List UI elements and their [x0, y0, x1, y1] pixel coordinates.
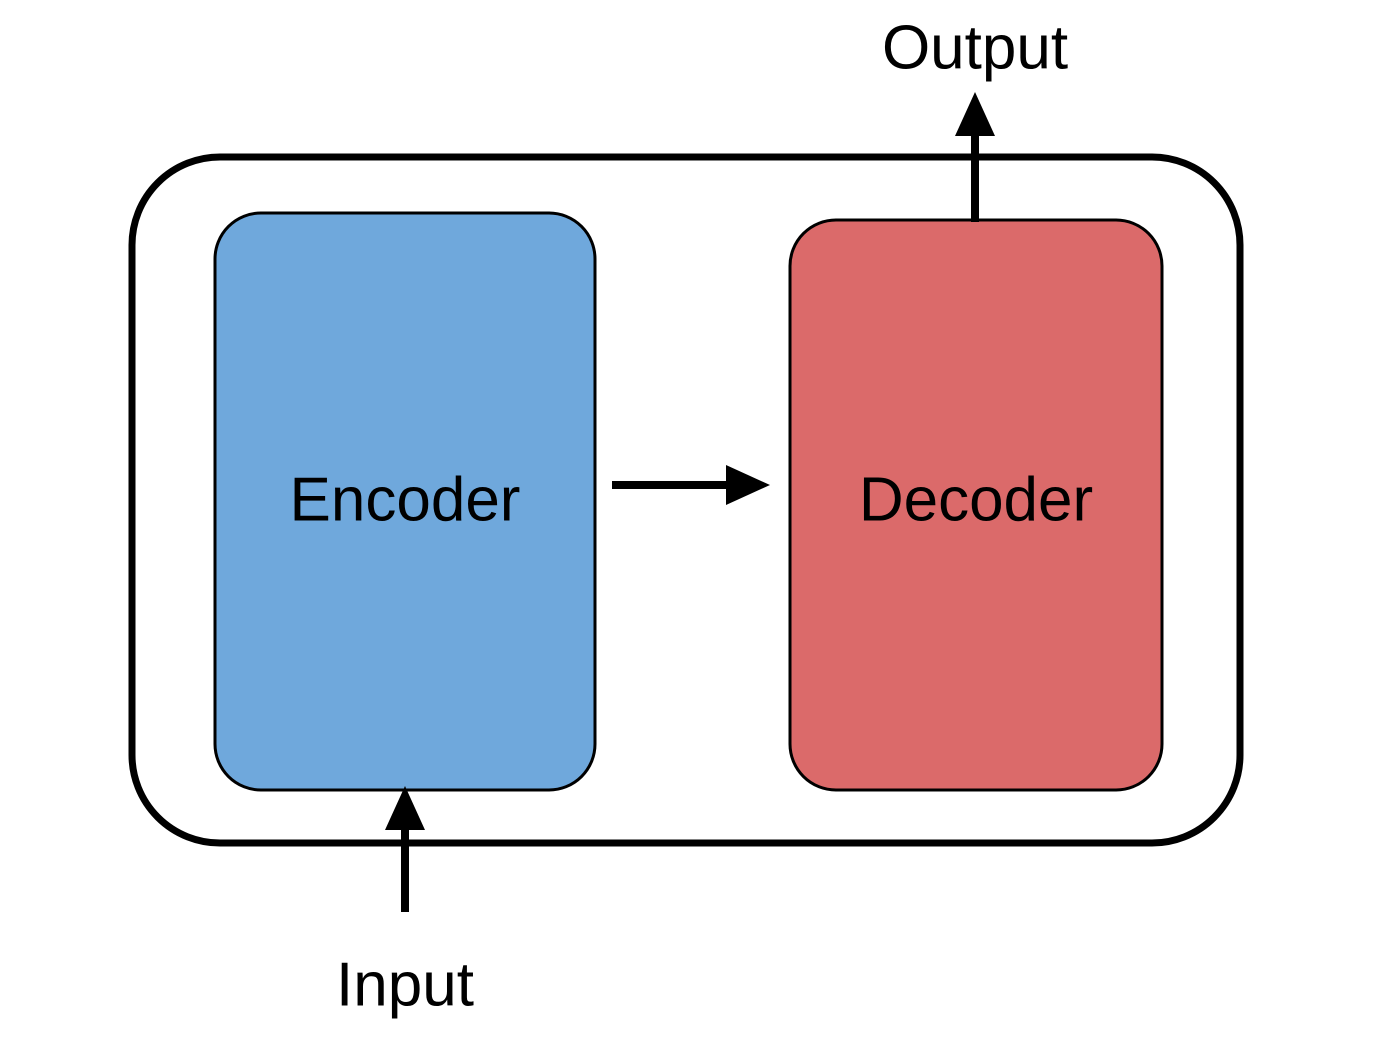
encoder-label: Encoder — [290, 466, 521, 535]
encoder-to-decoder-arrow — [612, 465, 770, 505]
arrowhead-right-icon — [726, 465, 770, 505]
input-arrow — [385, 786, 425, 912]
output-arrow — [955, 92, 995, 222]
arrowhead-up-icon — [955, 92, 995, 136]
output-label: Output — [882, 14, 1068, 83]
decoder-label: Decoder — [859, 466, 1093, 535]
arrowhead-up-icon — [385, 786, 425, 830]
input-label: Input — [336, 951, 474, 1020]
